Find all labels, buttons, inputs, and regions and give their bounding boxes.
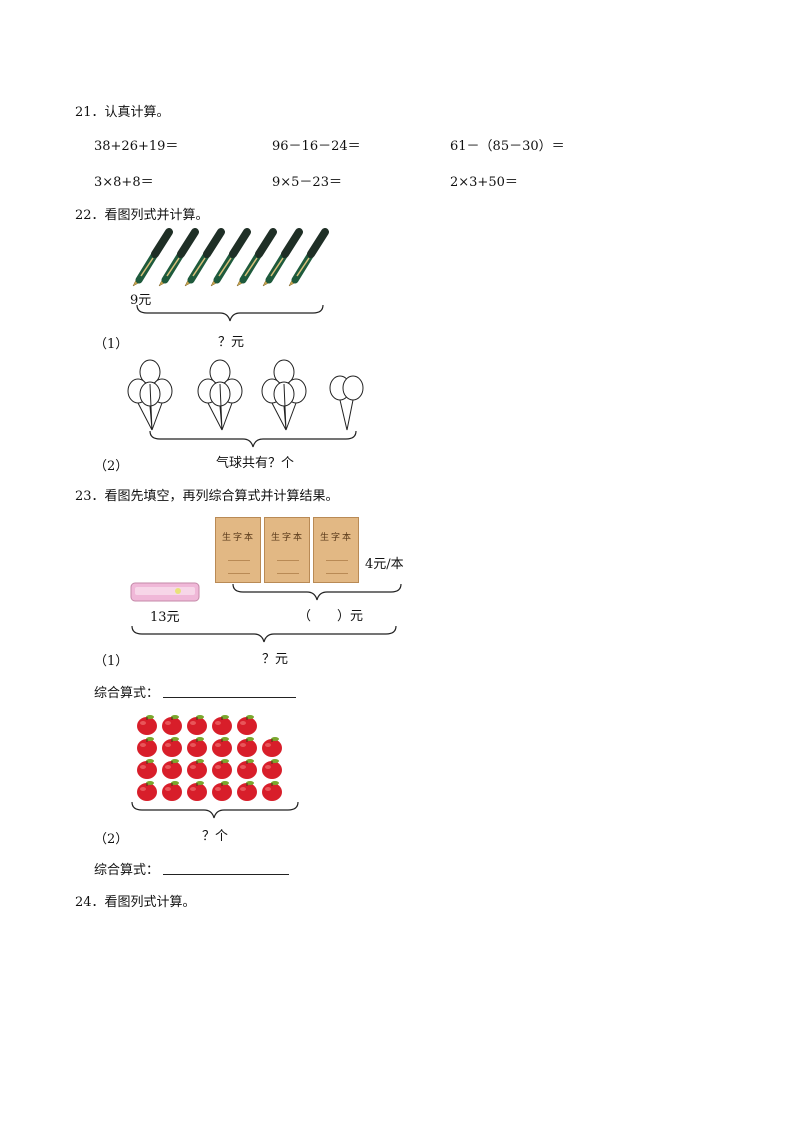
balloon-group-icon: [127, 359, 173, 431]
q23-p2-question: ？个: [202, 829, 229, 844]
q23-total-brace: [131, 625, 397, 643]
q23-p2-formula-blank[interactable]: [163, 874, 289, 875]
q21-expr-2: 96－16－24＝: [272, 139, 361, 154]
q21-expr-1: 38+26+19＝: [94, 139, 179, 154]
apples-illustration: [136, 714, 283, 802]
q21-expr-4: 3×8+8＝: [94, 175, 154, 190]
notebook-lines: [326, 560, 348, 574]
q23-p1-question: ？元: [262, 652, 289, 667]
q22-p1-question: ？元: [218, 335, 245, 350]
notebook-lines: [228, 560, 250, 574]
q21-expr-6: 2×3+50＝: [450, 175, 518, 190]
pens-illustration: [132, 228, 333, 288]
q23-book-price: 4元/本: [365, 557, 404, 572]
q23-books-brace: [232, 583, 402, 601]
q23-p2-label: （2）: [94, 832, 129, 847]
q22-p1-brace: [136, 304, 324, 322]
pen-icon: [132, 228, 173, 287]
q23-p2-formula-label: 综合算式：: [94, 863, 160, 878]
notebook-title: 生字本: [320, 533, 354, 543]
pencil-box-icon: [130, 582, 200, 602]
q22-p1-price: 9元: [130, 293, 152, 308]
q24-title: 24．看图列式计算。: [75, 895, 196, 910]
notebook-lines: [277, 560, 299, 574]
q22-p2-brace: [149, 430, 357, 448]
notebook-title: 生字本: [222, 533, 256, 543]
q23-p2-brace: [131, 801, 299, 819]
q21-title: 21．认真计算。: [75, 105, 170, 120]
balloon-group-icon: [197, 359, 243, 431]
q23-title: 23．看图先填空，再列综合算式并计算结果。: [75, 489, 339, 504]
balloon-group-icon: [261, 359, 307, 431]
q23-blank[interactable]: （ ）元: [298, 609, 364, 624]
notebook: 生字本: [313, 517, 359, 583]
q22-p1-label: （1）: [94, 337, 129, 352]
apple-icon: [136, 714, 283, 802]
q23-box-price: 13元: [150, 610, 180, 625]
q22-p2-question: 气球共有？个: [216, 456, 295, 471]
q22-title: 22．看图列式并计算。: [75, 208, 209, 223]
q22-p2-label: （2）: [94, 459, 129, 474]
notebook-title: 生字本: [271, 533, 305, 543]
notebook: 生字本: [264, 517, 310, 583]
balloons-illustration: [127, 359, 364, 431]
q23-p1-formula-blank[interactable]: [163, 697, 296, 698]
q23-p1-formula-label: 综合算式：: [94, 686, 160, 701]
q21-expr-3: 61－（85－30）＝: [450, 139, 565, 154]
q21-expr-5: 9×5－23＝: [272, 175, 342, 190]
balloon-pair-icon: [329, 375, 364, 431]
notebook: 生字本: [215, 517, 261, 583]
q23-p1-label: （1）: [94, 654, 129, 669]
